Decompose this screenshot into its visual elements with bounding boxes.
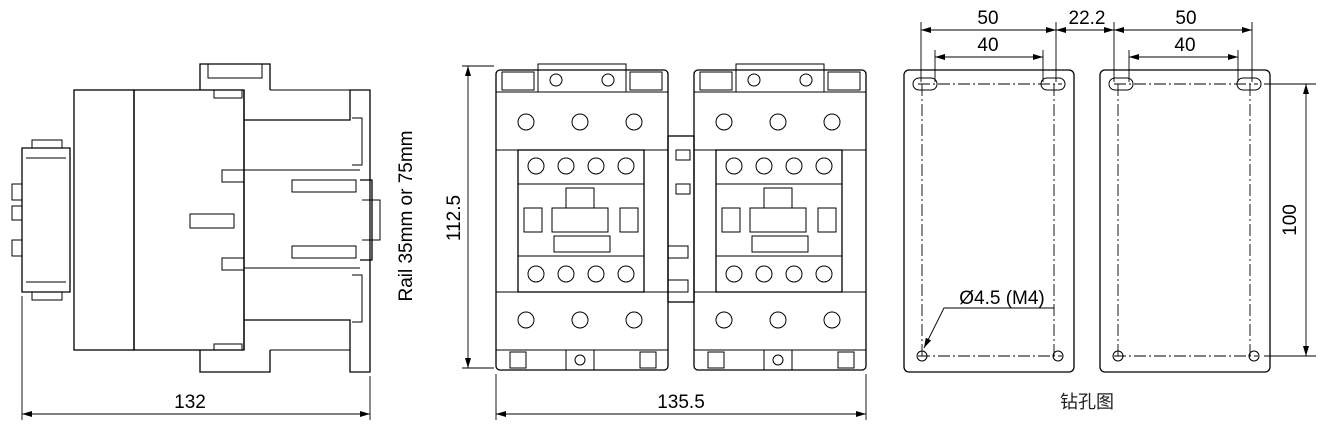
front-height-label: 112.5 bbox=[444, 195, 465, 241]
hole-size-label: Ø4.5 (M4) bbox=[959, 288, 1045, 309]
slot-hole bbox=[1040, 77, 1066, 91]
rail-label: Rail 35mm or 75mm bbox=[396, 130, 417, 301]
vertical-spacing-label: 100 bbox=[1280, 204, 1301, 236]
slot-hole bbox=[1108, 77, 1134, 91]
contactor-left bbox=[495, 63, 669, 371]
drill-plate-left bbox=[903, 69, 1075, 373]
mount-hole bbox=[1052, 350, 1064, 362]
slot-hole bbox=[912, 77, 938, 91]
mount-hole bbox=[916, 350, 928, 362]
mount-hole bbox=[1112, 350, 1124, 362]
slot-hole bbox=[1236, 77, 1262, 91]
interlock bbox=[667, 135, 695, 303]
hole-spacing-right-label: 40 bbox=[1174, 35, 1195, 56]
contactor-right bbox=[693, 63, 867, 371]
drill-plan-caption: 钻孔图 bbox=[1060, 392, 1114, 413]
hole-spacing-left-label: 40 bbox=[977, 35, 998, 56]
side-width-label: 132 bbox=[174, 392, 206, 413]
drill-plate-right bbox=[1099, 69, 1271, 373]
gap-label: 22.2 bbox=[1069, 8, 1106, 29]
front-view: 135.5 112.5 bbox=[444, 63, 867, 420]
front-width-label: 135.5 bbox=[657, 392, 705, 413]
mount-hole bbox=[1248, 350, 1260, 362]
outer-spacing-left-label: 50 bbox=[977, 8, 998, 29]
outer-spacing-right-label: 50 bbox=[1175, 8, 1196, 29]
side-view: 132 Rail 35mm or 75mm bbox=[11, 63, 417, 420]
drill-plan: 50 22.2 50 40 40 100 Ø4.5 (M4) 钻孔图 bbox=[903, 8, 1316, 413]
